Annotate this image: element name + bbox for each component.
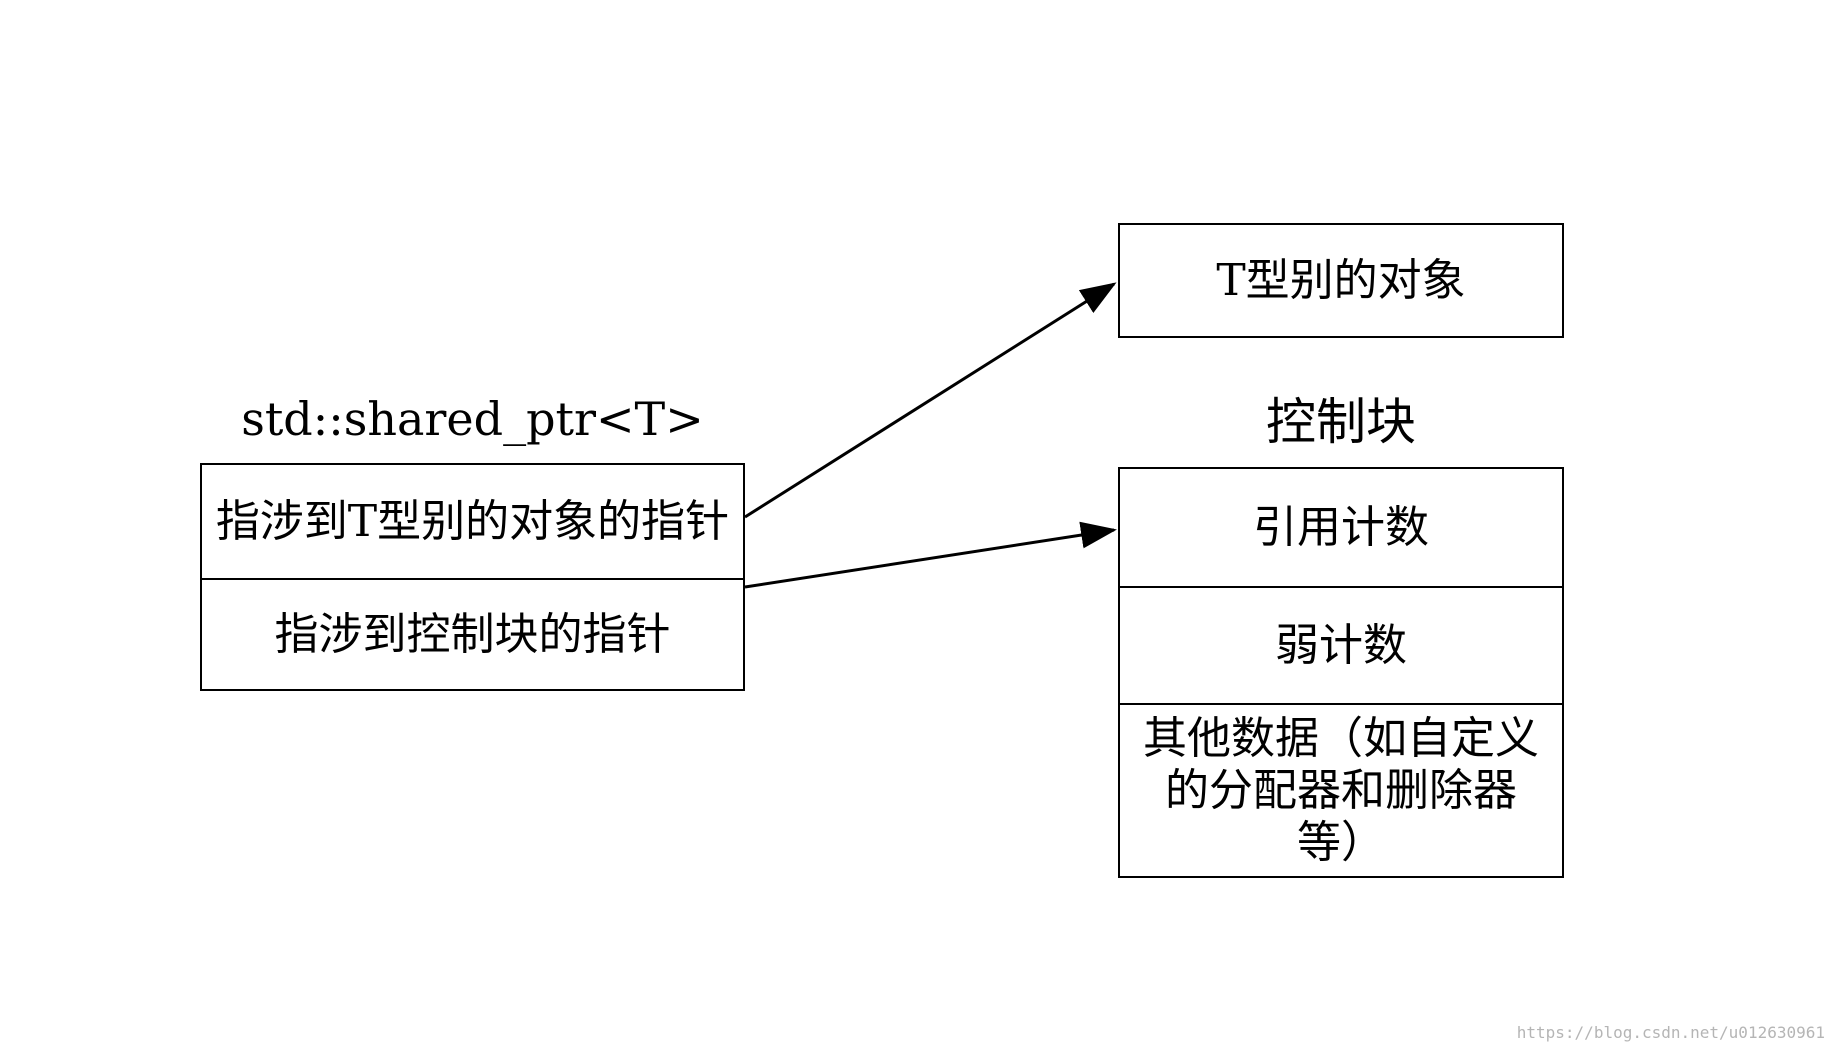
weak-count-field: 弱计数 <box>1120 586 1562 703</box>
shared-ptr-object-pointer-field: 指涉到T型别的对象的指针 <box>215 495 730 547</box>
t-object-box: T型别的对象 <box>1118 223 1564 338</box>
watermark-url: https://blog.csdn.net/u012630961 <box>1516 1023 1825 1042</box>
shared-ptr-box: 指涉到T型别的对象的指针 指涉到控制块的指针 <box>200 463 745 691</box>
shared-ptr-control-pointer-field: 指涉到控制块的指针 <box>202 578 743 689</box>
control-block-box: 引用计数 弱计数 其他数据（如自定义的分配器和删除器等） <box>1118 467 1564 878</box>
t-object-label: T型别的对象 <box>1216 254 1466 306</box>
shared-ptr-title: std::shared_ptr<T> <box>241 392 704 446</box>
arrow-to-control-block <box>744 521 1117 589</box>
reference-count-field: 引用计数 <box>1253 501 1429 553</box>
control-block-title: 控制块 <box>1266 393 1416 451</box>
other-data-field: 其他数据（如自定义的分配器和删除器等） <box>1120 703 1562 876</box>
arrow-to-object <box>744 282 1117 519</box>
